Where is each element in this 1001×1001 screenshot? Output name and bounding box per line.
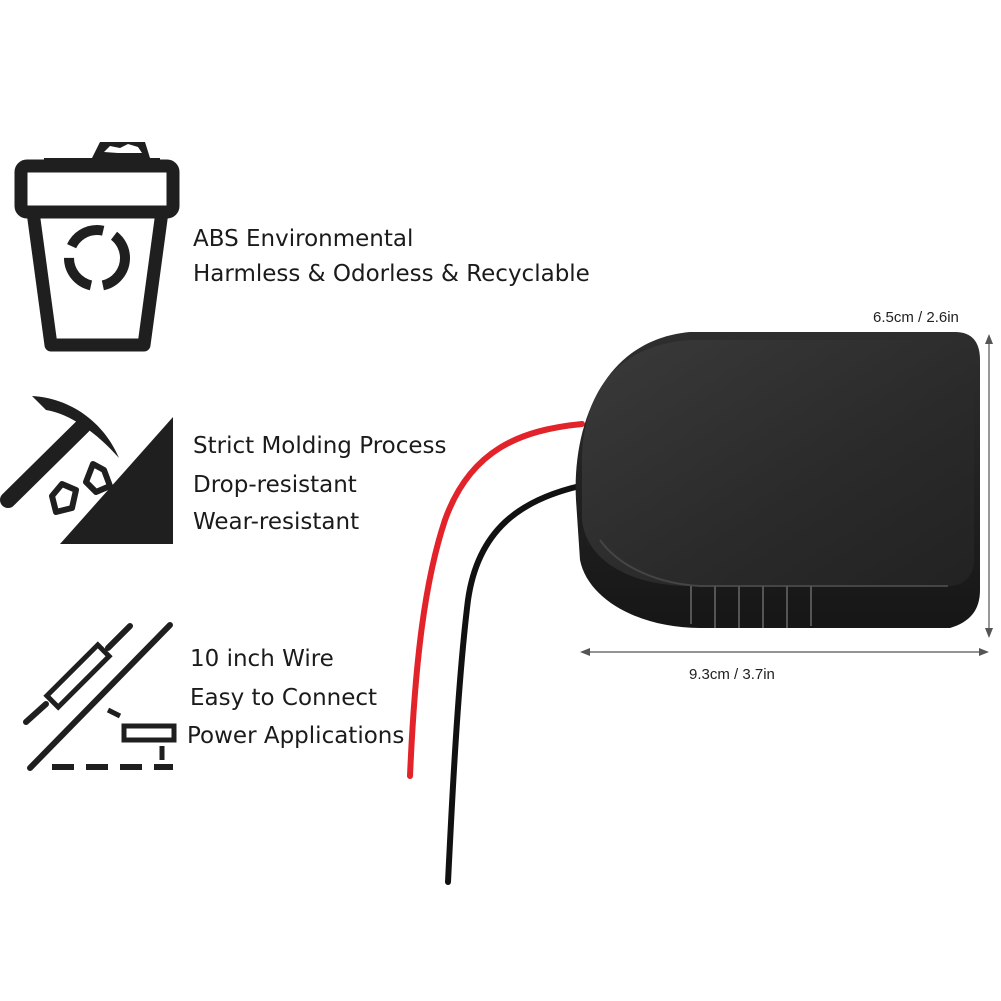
feature-eco-line-2: Harmless & Odorless & Recyclable xyxy=(193,261,590,287)
recycle-bin-icon xyxy=(14,142,180,352)
feature-molding-line-1: Strict Molding Process xyxy=(193,433,447,459)
black-wire xyxy=(445,483,583,885)
width-dimension-label: 9.3cm / 3.7in xyxy=(689,666,775,683)
pickaxe-hill-icon xyxy=(0,396,173,544)
adapter-body xyxy=(575,332,980,628)
feature-wire-line-2: Easy to Connect xyxy=(190,685,378,711)
dimension-lines xyxy=(580,334,993,656)
feature-eco-line-1: ABS Environmental xyxy=(193,226,414,252)
feature-wire-line-3: Power Applications xyxy=(187,723,405,749)
feature-molding-line-2: Drop-resistant xyxy=(193,472,357,498)
feature-wire-line-1: 10 inch Wire xyxy=(190,646,334,672)
feature-molding-line-3: Wear-resistant xyxy=(193,509,360,535)
height-dimension-label: 6.5cm / 2.6in xyxy=(873,309,959,326)
red-wire xyxy=(407,421,585,779)
wire-connector-icon xyxy=(23,622,177,771)
